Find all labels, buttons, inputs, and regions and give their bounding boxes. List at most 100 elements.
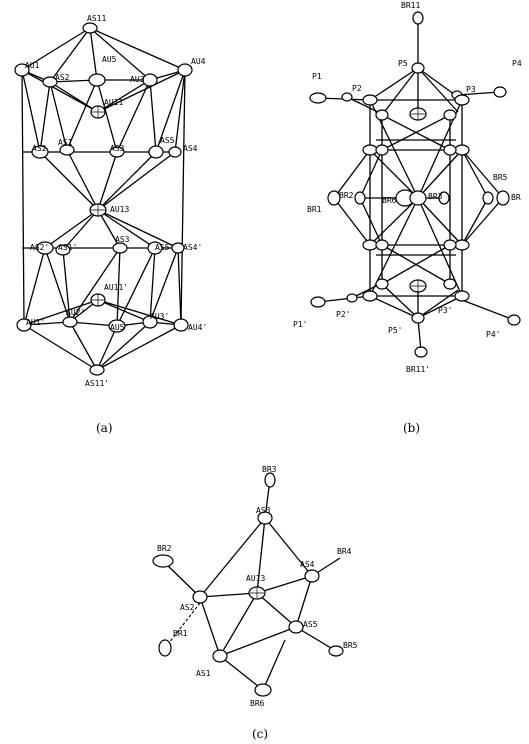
atom-c-as4: [304, 569, 320, 583]
atom-b-au13: [409, 190, 427, 206]
label-au4p: AU4': [188, 323, 207, 332]
label-c-as5: AS5: [303, 620, 318, 629]
atom-b-br3: [438, 191, 450, 205]
label-c-as4: AS4: [300, 560, 315, 569]
atom-b-p5: [411, 62, 425, 74]
label-au5p: AU5': [110, 323, 129, 332]
atom-as2-ring: [31, 145, 49, 159]
atom-b-p2p: [346, 293, 358, 303]
label-au13: AU13: [110, 205, 129, 214]
label-as1: AS1: [58, 138, 73, 147]
atom-au5: [88, 73, 106, 87]
label-b-p4p: P4': [486, 330, 500, 339]
label-c-br2: BR2: [157, 544, 172, 553]
label-b-p2: P2: [352, 84, 362, 93]
label-as11p: AS11': [85, 379, 109, 388]
label-c-as1: AS1: [196, 669, 211, 678]
atom-as5p: [147, 241, 163, 255]
label-au3: AU3: [130, 75, 145, 84]
atom-c-br1: [158, 639, 172, 657]
label-b-p5p: P5': [388, 326, 402, 335]
panel-b-cluster: [309, 11, 521, 358]
label-au2p: AU2': [66, 308, 85, 317]
label-b-br4: BR: [511, 193, 521, 202]
atom-b-br11p: [414, 346, 428, 358]
atom-b-au-2: [454, 94, 470, 106]
atom-b-br4: [496, 190, 510, 206]
atom-b-as-5: [362, 239, 378, 251]
atom-b-p2: [341, 92, 353, 102]
label-au4: AU4: [191, 57, 206, 66]
atom-b-au-7: [362, 290, 378, 302]
label-b-p4: P4: [512, 59, 522, 68]
label-b-br11p: BR11': [406, 365, 430, 374]
atom-as4p: [171, 242, 185, 254]
atom-b-as-8: [443, 239, 457, 251]
atom-b-br2: [354, 191, 366, 205]
label-as4: AS4: [183, 144, 198, 153]
label-b-br5: BR5: [493, 173, 508, 182]
caption-a: (a): [96, 421, 113, 435]
atom-c-br5: [328, 645, 344, 657]
atom-b-au-1: [362, 94, 378, 106]
label-c-au13: AU13: [246, 574, 265, 583]
label-as5p: AS5': [155, 243, 174, 252]
atom-b-p1: [309, 92, 327, 104]
atom-b-as-6: [454, 239, 470, 251]
atom-as3p: [112, 242, 128, 254]
atom-b-as-3: [375, 144, 389, 156]
atom-b-br1: [327, 190, 341, 206]
panel-c-cluster: [152, 472, 344, 697]
atom-b-au-4: [443, 109, 457, 121]
label-au11p: AU11': [104, 283, 128, 292]
atom-b-p4p: [507, 314, 521, 326]
atom-b-as-1: [362, 144, 378, 156]
label-c-br1: BR1: [173, 629, 188, 638]
atom-au4p: [173, 318, 189, 332]
atom-au3p: [142, 315, 158, 329]
label-c-br6: BR6: [250, 699, 265, 708]
caption-b: (b): [403, 421, 420, 435]
label-au11: AU11: [104, 98, 123, 107]
atom-b-p1p: [310, 296, 326, 308]
atom-b-au-5: [375, 278, 389, 290]
label-as3p: AS3: [115, 235, 130, 244]
atom-b-au-3: [375, 109, 389, 121]
atom-au3: [142, 73, 158, 87]
label-as2: AS2: [55, 73, 70, 82]
label-as1p: AS1': [58, 243, 77, 252]
label-as5: AS5: [160, 136, 175, 145]
atom-au5p: [108, 319, 126, 333]
label-b-br1: BR1: [307, 205, 322, 214]
label-c-br3: BR3: [262, 465, 277, 474]
atom-au2p: [62, 316, 78, 328]
atom-c-as5: [288, 620, 304, 634]
atom-as1p: [55, 244, 71, 256]
atom-c-br2: [152, 554, 174, 568]
atom-c-br3: [264, 472, 276, 488]
label-as4p: AS4': [183, 243, 202, 252]
label-b-p3: P3: [466, 85, 476, 94]
label-au1p: AU1': [26, 318, 45, 327]
label-as2p: AS2': [30, 243, 49, 252]
label-c-br5: BR5: [343, 641, 358, 650]
label-c-as2: AS2: [180, 603, 195, 612]
atom-as5: [148, 145, 164, 159]
label-as11: AS11: [87, 14, 106, 23]
label-b-p2p: P2': [336, 310, 350, 319]
atom-au1p: [16, 318, 32, 332]
atom-c-as3: [257, 511, 273, 525]
label-au1: AU1: [25, 61, 40, 70]
label-au3p: AU3': [150, 312, 169, 321]
label-b-br3: BR3: [428, 192, 443, 201]
label-b-br11: BR11: [401, 1, 420, 10]
label-b-p3p: P3': [438, 306, 452, 315]
atom-as4: [168, 146, 182, 158]
label-b-br2: BR2: [339, 191, 354, 200]
atom-as2p: [36, 241, 54, 255]
atom-b-p5p: [411, 312, 425, 324]
atom-as3: [109, 146, 125, 158]
label-as3: AS3: [110, 144, 125, 153]
atom-c-as2: [192, 590, 208, 604]
